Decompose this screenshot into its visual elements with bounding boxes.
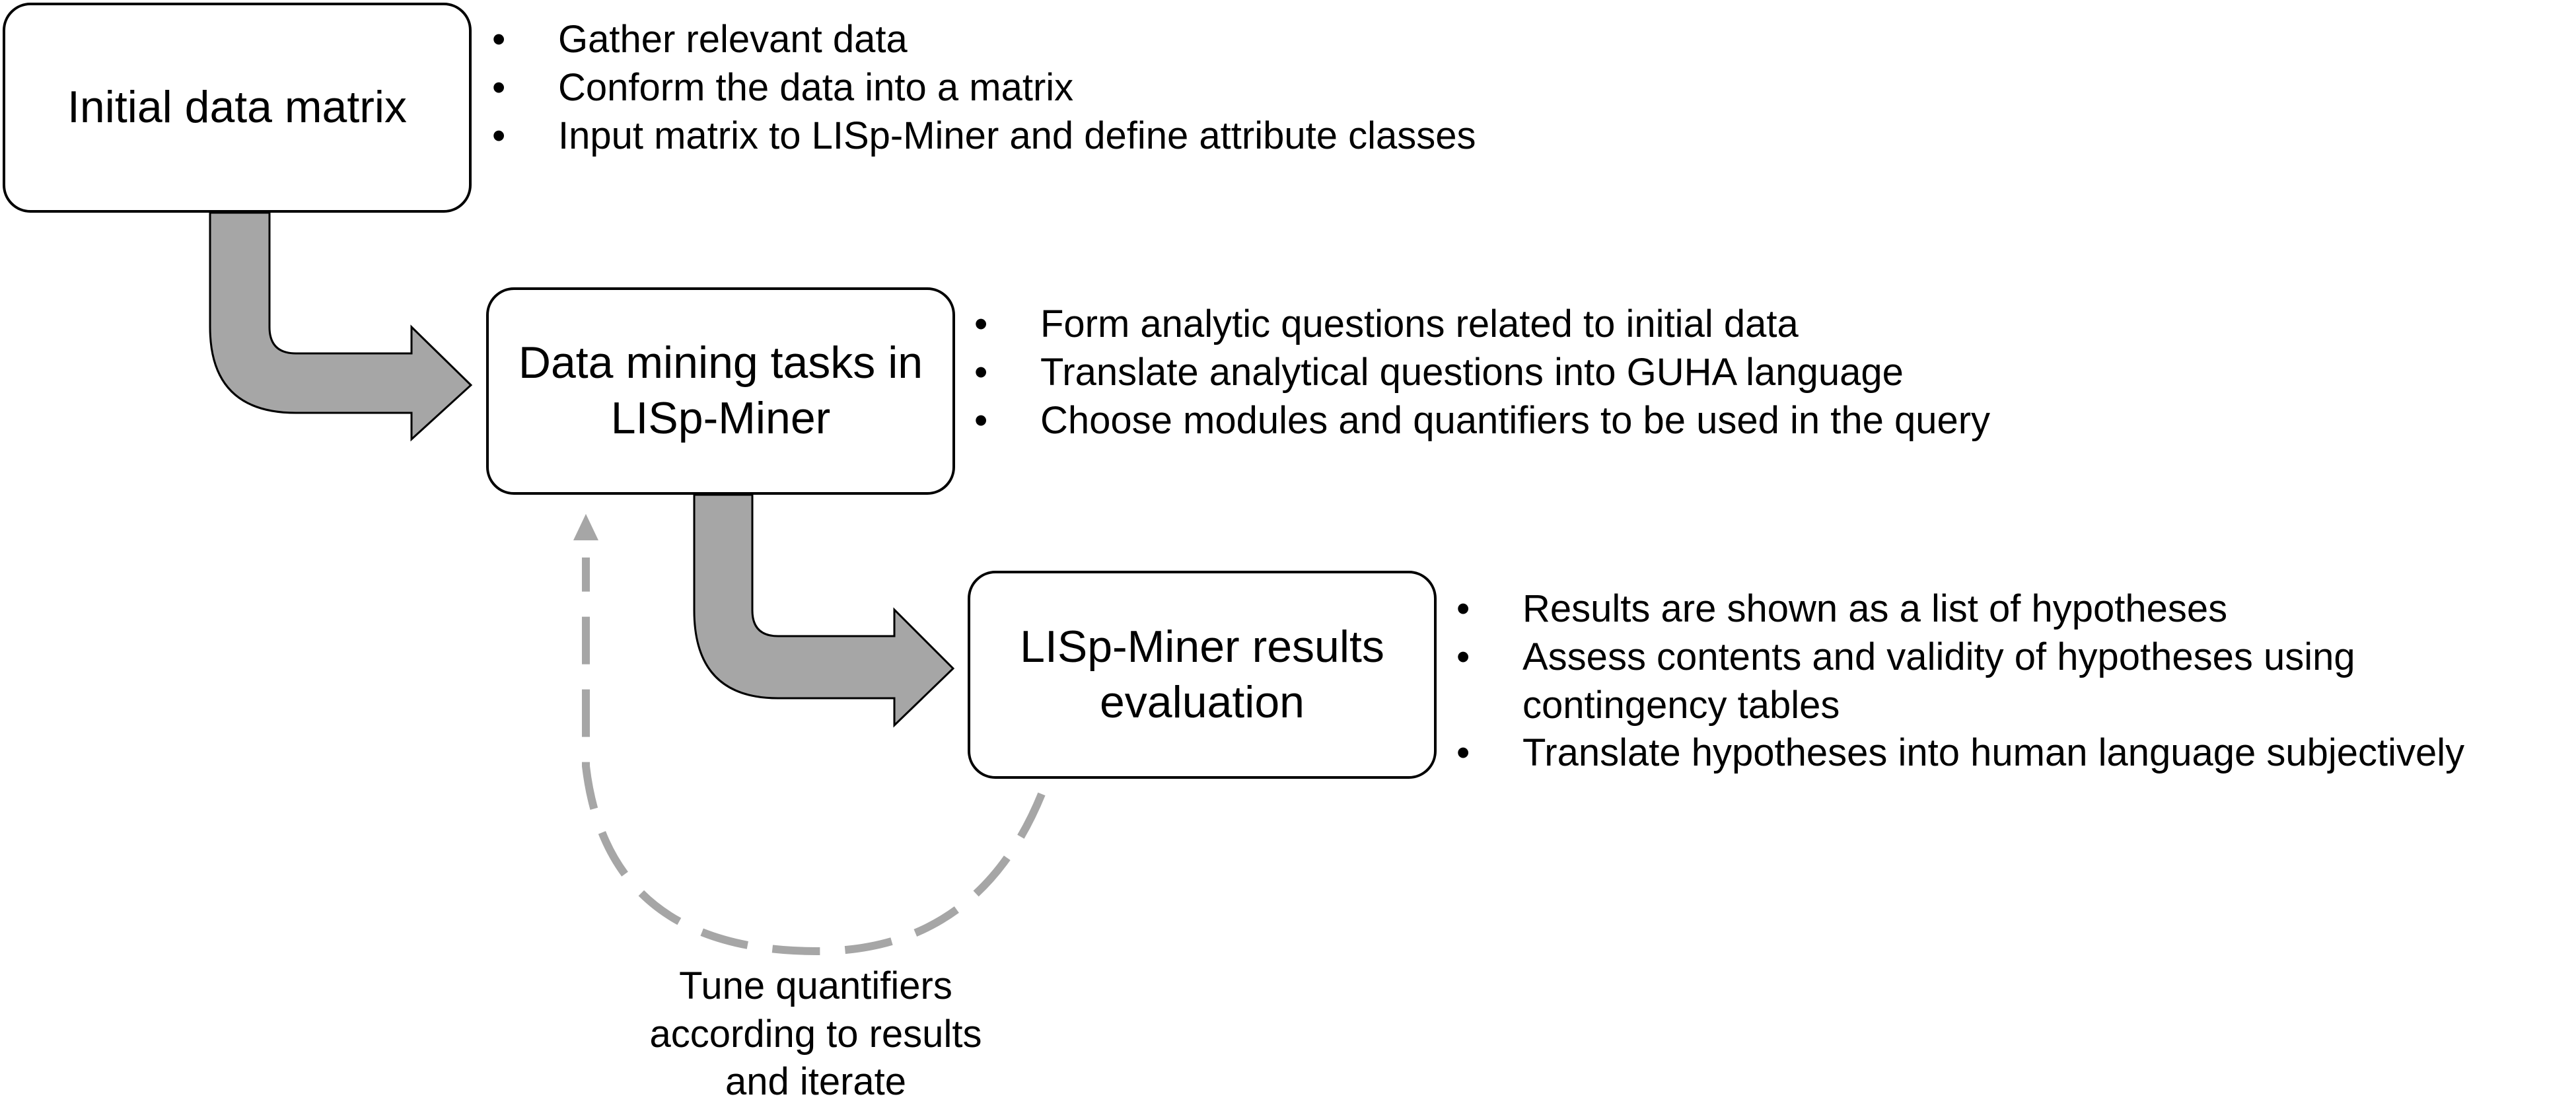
stage-2-steps-list: Form analytic questions related to initi… <box>974 301 1990 445</box>
stage-title: LISp-Miner results evaluation <box>1020 621 1384 727</box>
stage-box-data-mining-tasks: Data mining tasks in LISp-Miner <box>486 287 955 495</box>
flow-arrow-1-to-2 <box>209 211 473 442</box>
feedback-loop-arrowhead <box>573 514 598 540</box>
flow-arrow-2-to-3 <box>693 493 955 728</box>
stage-box-results-evaluation: LISp-Miner results evaluation <box>968 571 1437 779</box>
list-item: Choose modules and quantifiers to be use… <box>974 397 1990 445</box>
list-item: Form analytic questions related to initi… <box>974 301 1990 349</box>
stage-title: Initial data matrix <box>67 82 407 133</box>
list-item: Input matrix to LISp-Miner and define at… <box>492 112 1476 161</box>
list-item: Translate hypotheses into human language… <box>1456 729 2464 777</box>
stage-box-initial-data-matrix: Initial data matrix <box>3 3 472 213</box>
list-item-continuation: contingency tables <box>1522 683 1840 727</box>
stage-1-steps-list: Gather relevant data Conform the data in… <box>492 16 1476 160</box>
stage-title: Data mining tasks in LISp-Miner <box>518 338 923 443</box>
feedback-loop-dashed-path <box>582 558 1046 956</box>
stage-3-steps-list: Results are shown as a list of hypothese… <box>1456 585 2464 777</box>
list-item: Assess contents and validity of hypothes… <box>1456 633 2464 730</box>
list-item: Gather relevant data <box>492 16 1476 64</box>
list-item: Results are shown as a list of hypothese… <box>1456 585 2464 633</box>
list-item: Translate analytical questions into GUHA… <box>974 349 1990 397</box>
list-item: Conform the data into a matrix <box>492 64 1476 112</box>
